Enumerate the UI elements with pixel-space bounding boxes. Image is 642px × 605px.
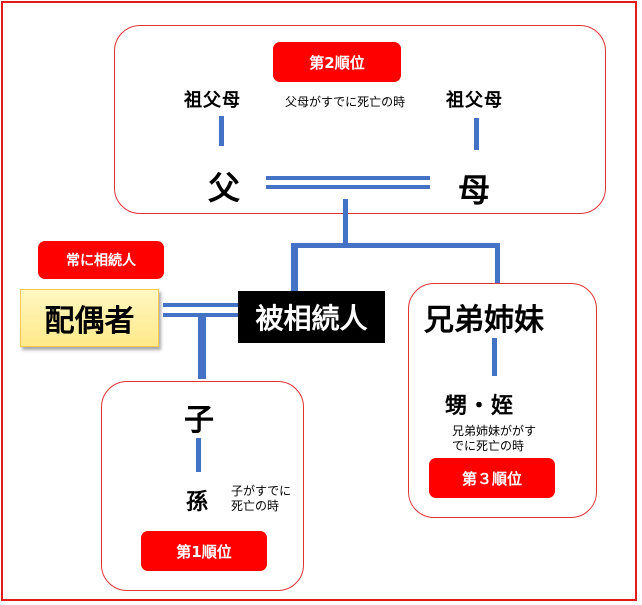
always-heir-badge: 常に相続人 [38, 241, 164, 279]
grandparent-right-line [474, 118, 479, 150]
spouse-to-child-line [198, 317, 206, 379]
parents-descent-line [343, 199, 348, 247]
family-branch-line [291, 243, 500, 248]
marriage-line-parents-bottom [266, 185, 430, 189]
siblings-deceased-note-1: 兄弟姉妹ががす [452, 424, 537, 438]
child-deceased-note-1: 子がすでに [231, 484, 292, 498]
mother-label: 母 [458, 171, 492, 209]
rank-2-badge: 第2順位 [273, 42, 401, 82]
decedent-label: 被相続人 [255, 302, 368, 335]
grandparent-right-label: 祖父母 [446, 90, 503, 111]
siblings-deceased-note-2: でに死亡の時 [452, 439, 525, 453]
rank-1-badge: 第1順位 [141, 531, 267, 571]
marriage-line-spouse-bottom [163, 313, 238, 317]
marriage-line-parents-top [266, 176, 430, 180]
grandchild-label: 孫 [186, 490, 210, 515]
child-deceased-note-2: 死亡の時 [231, 499, 280, 513]
child-label: 子 [184, 403, 215, 438]
siblings-to-nephew-line [492, 338, 497, 376]
parents-deceased-note: 父母がすでに死亡の時 [285, 95, 406, 109]
spouse-box: 配偶者 [20, 289, 159, 347]
spouse-label: 配偶者 [44, 304, 135, 339]
branch-to-decedent-line [291, 243, 298, 291]
rank-3-badge: 第３順位 [429, 458, 555, 498]
grandparent-left-label: 祖父母 [184, 90, 241, 111]
father-label: 父 [208, 169, 242, 207]
decedent-box: 被相続人 [238, 291, 385, 343]
nephew-niece-label: 甥・姪 [445, 394, 515, 419]
branch-to-siblings-line [495, 243, 500, 285]
grandparent-left-line [219, 116, 224, 146]
marriage-line-spouse-top [163, 303, 238, 307]
child-to-grandchild-line [196, 438, 201, 472]
siblings-label: 兄弟姉妹 [424, 303, 544, 338]
